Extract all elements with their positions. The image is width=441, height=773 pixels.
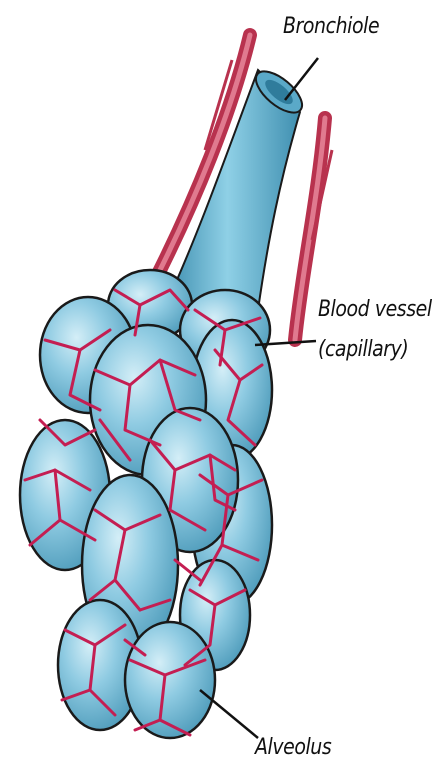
alveolus-leader-line [200, 690, 258, 738]
bronchiole-label: Bronchiole [283, 14, 379, 39]
bronchiole-leader-line [285, 58, 318, 100]
blood-vessel-label-line1: Blood vessel [318, 290, 432, 330]
blood-vessel-label-line2: (capillary) [318, 330, 432, 370]
alveolus-sac [125, 622, 215, 738]
alveolus-label: Alveolus [255, 735, 331, 760]
blood-vessel-label: Blood vessel (capillary) [318, 290, 432, 370]
